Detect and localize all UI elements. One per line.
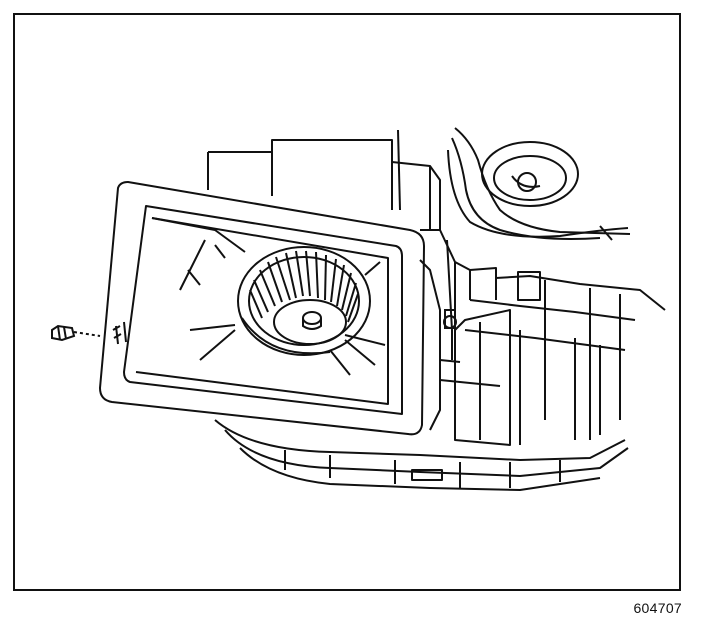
figure-frame	[13, 13, 681, 591]
screw	[51, 321, 127, 345]
hvac-module-housing	[207, 129, 666, 491]
blower-scroll-flange	[99, 181, 425, 436]
figure-number: 604707	[633, 600, 682, 616]
blower-wheel	[237, 246, 371, 356]
wiring-harness	[443, 127, 631, 360]
